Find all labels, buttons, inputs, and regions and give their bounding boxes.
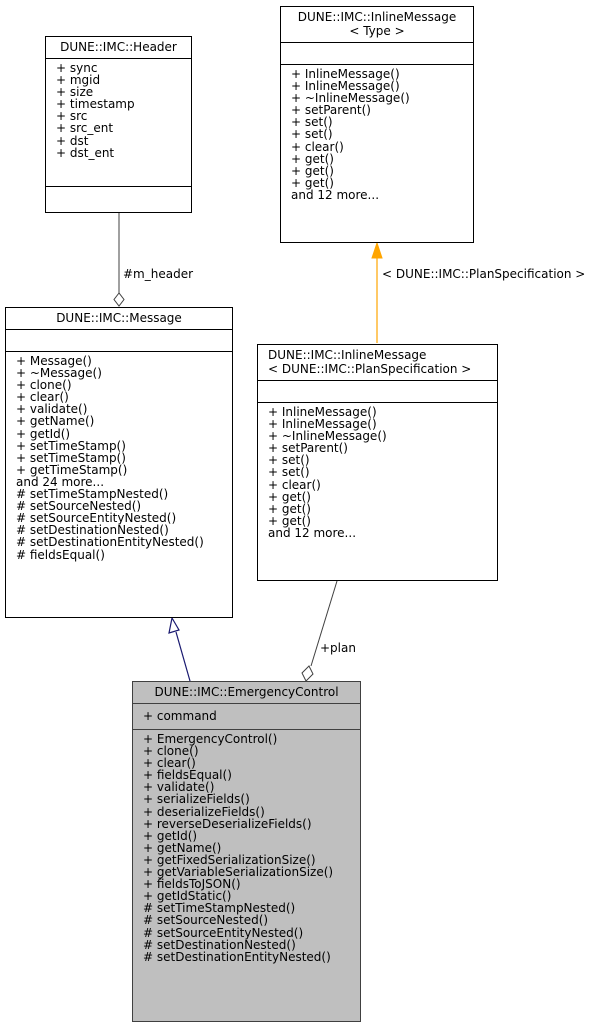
plan-label: +plan [320, 641, 356, 655]
method: + fieldsToJSON() [143, 877, 241, 892]
method: + serializeFields() [143, 792, 250, 807]
method: + setTimeStamp() [16, 450, 126, 465]
method: # setTimeStampNested() [143, 901, 296, 916]
inheritance-arrowhead [168, 616, 180, 634]
attribute: + sync [56, 61, 98, 75]
method: + get() [291, 175, 334, 190]
class-title: DUNE::IMC::Message [56, 311, 182, 325]
method: + validate() [143, 780, 215, 795]
method: + clear() [143, 756, 196, 771]
method: + InlineMessage() [268, 417, 377, 432]
methods-section: + EmergencyControl() + clone() + clear()… [133, 729, 360, 966]
method: + clear() [291, 139, 344, 154]
methods-section [46, 186, 191, 208]
more-methods: and 12 more... [268, 525, 357, 540]
class-node-inline-message-plan[interactable]: DUNE::IMC::InlineMessage < DUNE::IMC::Pl… [257, 344, 498, 581]
method: + getName() [16, 414, 95, 429]
attribute: + src [56, 109, 88, 124]
attribute: + src_ent [56, 121, 114, 136]
class-title: DUNE::IMC::EmergencyControl [154, 685, 339, 699]
method: # setDestinationNested() [143, 937, 296, 952]
attributes-section [281, 42, 473, 64]
method: + set() [291, 127, 333, 142]
method: + set() [268, 453, 310, 468]
method: + ~InlineMessage() [291, 91, 410, 106]
template-label: < DUNE::IMC::PlanSpecification > [382, 267, 586, 281]
method: + set() [268, 465, 310, 480]
method: + clone() [16, 378, 72, 393]
method: + InlineMessage() [268, 405, 377, 419]
class-node-message[interactable]: DUNE::IMC::Message + Message() + ~Messag… [5, 307, 233, 618]
template-arrowhead [371, 241, 383, 259]
method: + clear() [16, 390, 69, 405]
method: + fieldsEqual() [143, 768, 232, 783]
method: + clear() [268, 477, 321, 492]
method: + InlineMessage() [291, 79, 400, 94]
attribute: + size [56, 85, 94, 100]
attributes-section [258, 380, 497, 402]
method: + set() [291, 115, 333, 130]
method: + getName() [143, 840, 222, 855]
method: # setSourceNested() [16, 499, 142, 514]
method: + deserializeFields() [143, 804, 265, 819]
method: + get() [291, 151, 334, 166]
method: + ~Message() [16, 366, 102, 381]
attribute: + dst_ent [56, 145, 115, 160]
m-header-label: #m_header [123, 267, 194, 281]
method: + ~InlineMessage() [268, 429, 387, 444]
edge-inheritance [175, 631, 191, 682]
attribute: + dst [56, 133, 89, 148]
method: # setSourceNested() [143, 913, 269, 928]
methods-section: + InlineMessage() + InlineMessage() + ~I… [258, 402, 497, 542]
class-title: DUNE::IMC::InlineMessage < Type > [297, 10, 457, 38]
methods-section: + Message() + ~Message() + clone() + cle… [6, 351, 232, 564]
attribute: + timestamp [56, 97, 135, 112]
method: + setParent() [268, 441, 348, 456]
method: + getId() [143, 828, 198, 843]
method: # setTimeStampNested() [16, 487, 169, 502]
method: + setTimeStamp() [16, 438, 126, 453]
method: + get() [268, 513, 311, 528]
method: + getTimeStamp() [16, 462, 128, 477]
method: # setDestinationEntityNested() [143, 949, 331, 964]
class-node-header[interactable]: DUNE::IMC::Header + sync + mgid + size +… [45, 36, 192, 213]
aggregation-diamond-plan [301, 665, 314, 682]
method: # setSourceEntityNested() [16, 511, 177, 526]
method: + setParent() [291, 103, 371, 118]
method: + getId() [16, 426, 71, 441]
method: + reverseDeserializeFields() [143, 816, 312, 831]
attributes-section [6, 329, 232, 351]
method: + get() [268, 489, 311, 504]
class-title: DUNE::IMC::Header [60, 40, 177, 54]
method: + clone() [143, 744, 199, 759]
method: + InlineMessage() [291, 67, 400, 81]
method: # setDestinationNested() [16, 523, 169, 538]
method: # setDestinationEntityNested() [16, 535, 204, 550]
attribute: + mgid [56, 73, 101, 88]
method: + getIdStatic() [143, 889, 232, 904]
class-node-inline-message-type[interactable]: DUNE::IMC::InlineMessage < Type > + Inli… [280, 6, 474, 243]
method: + get() [291, 163, 334, 178]
attributes-section: + command [133, 703, 360, 729]
attributes-section: + sync + mgid + size + timestamp + src +… [46, 58, 191, 186]
method: + EmergencyControl() [143, 732, 278, 746]
class-title: DUNE::IMC::InlineMessage < DUNE::IMC::Pl… [268, 348, 472, 376]
method: + Message() [16, 354, 92, 368]
edge-plan [310, 580, 338, 667]
method: + getFixedSerializationSize() [143, 852, 316, 867]
method: # setSourceEntityNested() [143, 925, 304, 940]
class-node-emergency-control[interactable]: DUNE::IMC::EmergencyControl + command + … [132, 681, 361, 1022]
method: + get() [268, 501, 311, 516]
method: + validate() [16, 402, 88, 417]
method: # fieldsEqual() [16, 547, 105, 562]
method: + getVariableSerializationSize() [143, 865, 334, 880]
more-methods: and 24 more... [16, 474, 105, 489]
aggregation-diamond-m-header [113, 292, 125, 307]
attribute: + command [143, 709, 217, 723]
more-methods: and 12 more... [291, 187, 380, 202]
methods-section: + InlineMessage() + InlineMessage() + ~I… [281, 64, 473, 204]
